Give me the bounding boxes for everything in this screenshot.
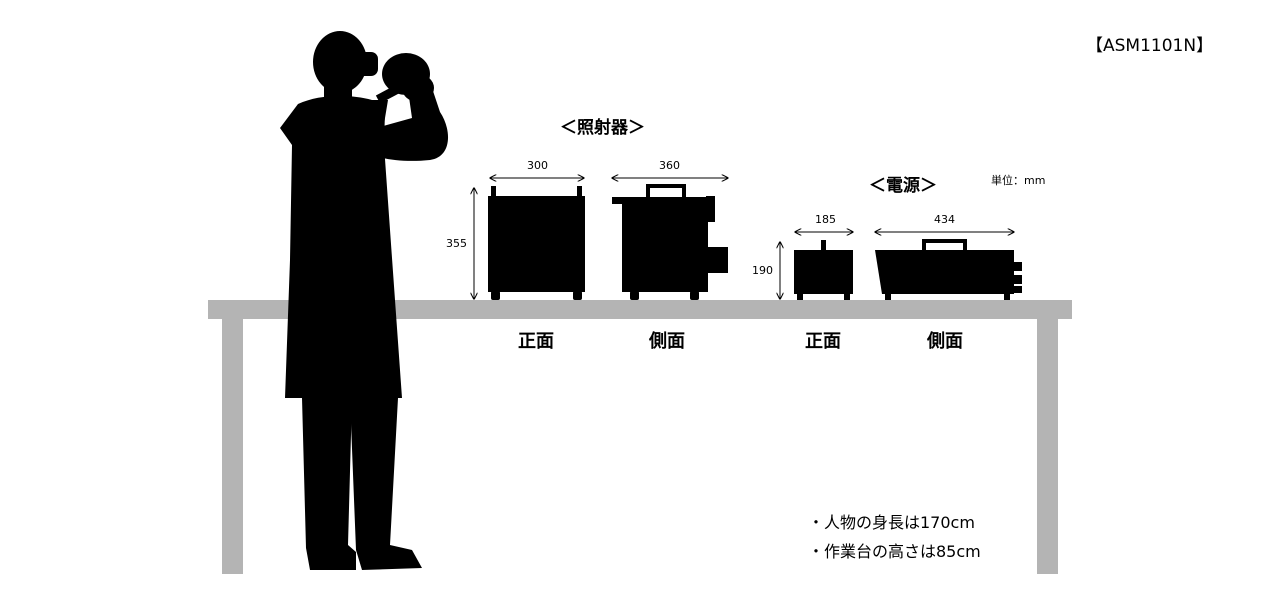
power-supply-side-connector-2 xyxy=(1012,275,1022,284)
note-person-height: ・人物の身長は170cm xyxy=(808,513,975,532)
irradiator-front-handle-right xyxy=(577,186,582,198)
power-supply-front-height-label: 190 xyxy=(752,264,773,277)
power-supply-side-depth-label: 434 xyxy=(934,213,955,226)
power-supply-side-connector-3 xyxy=(1012,286,1022,293)
person-arm xyxy=(318,88,449,161)
unit-label: 単位：mm xyxy=(991,174,1046,187)
model-code: 【ASM1101N】 xyxy=(1086,36,1214,56)
irradiator-side-label: 側面 xyxy=(649,331,685,352)
irradiator-front-label: 正面 xyxy=(518,331,554,352)
irradiator-title: ＜照射器＞ xyxy=(560,118,645,138)
person-leg-right xyxy=(350,398,422,570)
irradiator-front-view xyxy=(488,186,585,300)
table-leg-right xyxy=(1037,319,1058,574)
flask-bulb xyxy=(382,53,430,95)
power-supply-front-view xyxy=(794,240,853,300)
dimension-arrows xyxy=(474,178,1014,299)
irradiator-side-lower-block xyxy=(706,247,728,273)
irradiator-front-body xyxy=(488,196,585,292)
power-supply-side-label: 側面 xyxy=(927,331,963,352)
power-supply-side-foot-right xyxy=(1004,293,1010,300)
irradiator-front-foot-left xyxy=(491,291,500,300)
irradiator-side-handle xyxy=(646,184,686,198)
beaker xyxy=(362,100,388,124)
power-supply-front-knob xyxy=(821,240,826,251)
power-supply-front-foot-right xyxy=(844,293,850,300)
power-supply-side-handle xyxy=(922,239,967,251)
work-table xyxy=(208,300,1072,574)
person-coat xyxy=(280,95,402,399)
power-supply-front-foot-left xyxy=(797,293,803,300)
irradiator-side-foot-left xyxy=(630,291,639,300)
power-supply-title: ＜電源＞ xyxy=(869,176,937,196)
irradiator-front-width-label: 300 xyxy=(527,159,548,172)
person-goggles xyxy=(340,52,378,76)
table-top xyxy=(208,300,1072,319)
irradiator-side-upper-block xyxy=(706,196,715,222)
irradiator-side-view xyxy=(612,184,728,300)
power-supply-side-foot-left xyxy=(885,293,891,300)
irradiator-front-foot-right xyxy=(573,291,582,300)
power-supply-side-body xyxy=(875,250,1014,294)
irradiator-side-foot-right xyxy=(690,291,699,300)
person-leg-left xyxy=(302,398,356,570)
irradiator-side-body xyxy=(612,197,708,292)
table-leg-left xyxy=(222,319,243,574)
power-supply-side-connector-1 xyxy=(1012,262,1022,271)
person-silhouette xyxy=(280,31,449,570)
power-supply-side-view xyxy=(875,239,1022,300)
power-supply-front-label: 正面 xyxy=(805,331,841,352)
irradiator-side-depth-label: 360 xyxy=(659,159,680,172)
power-supply-front-width-label: 185 xyxy=(815,213,836,226)
irradiator-front-handle-left xyxy=(491,186,496,198)
irradiator-front-height-label: 355 xyxy=(446,237,467,250)
note-table-height: ・作業台の高さは85cm xyxy=(808,542,981,561)
flask-neck xyxy=(375,81,407,104)
power-supply-front-body xyxy=(794,250,853,294)
